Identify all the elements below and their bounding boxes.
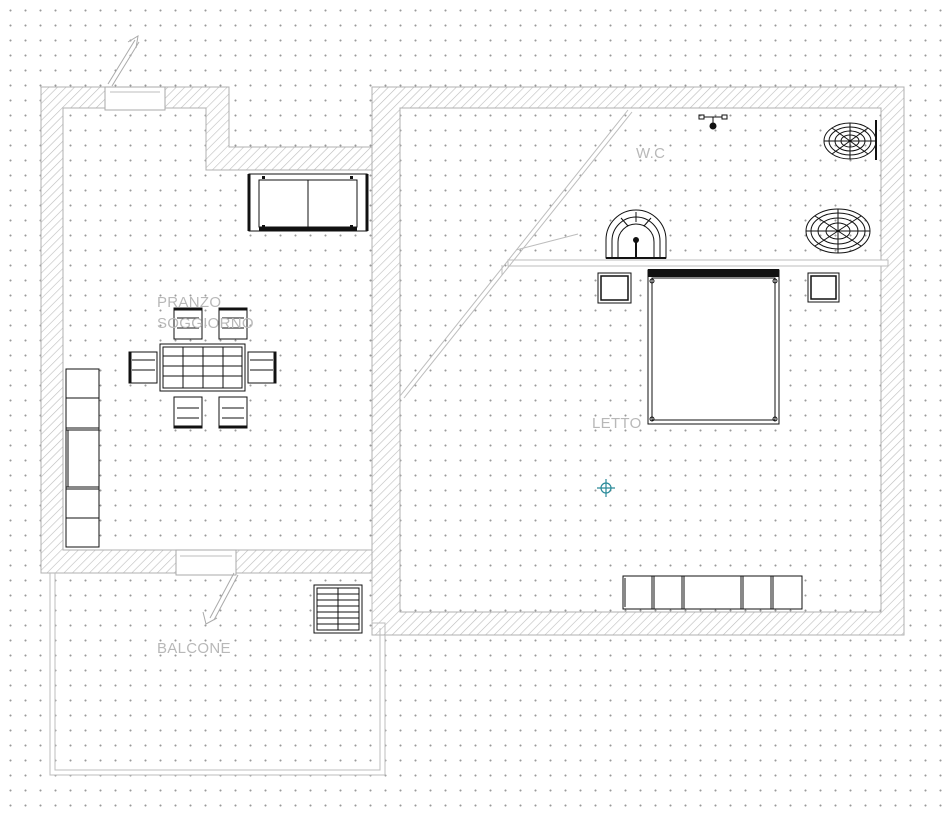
dining-chairs <box>128 307 277 429</box>
window-top-left <box>104 86 166 111</box>
north-arrow-balcony <box>202 572 239 625</box>
chair-bottom-1 <box>173 396 203 429</box>
bath-partition <box>399 109 889 399</box>
balcony-table[interactable] <box>313 584 363 634</box>
wardrobe[interactable] <box>622 575 803 610</box>
chair-top-1 <box>173 307 203 340</box>
bedroom-label: LETTO <box>592 415 642 432</box>
living-label-line2: SOGGIORNO <box>157 315 254 332</box>
window-balcony <box>175 549 237 576</box>
wc-fixture[interactable] <box>698 114 728 130</box>
sideboard[interactable] <box>65 368 100 548</box>
balcony-outline <box>49 573 386 776</box>
bedroom-walls <box>371 86 905 636</box>
chair-left <box>128 351 158 384</box>
living-label-line1: PRANZO <box>157 294 221 311</box>
balcony-label: BALCONE <box>157 640 231 657</box>
bath-label: W.C <box>636 145 665 162</box>
sofa[interactable] <box>247 173 369 232</box>
chair-bottom-2 <box>218 396 248 429</box>
crosshair-icon[interactable] <box>597 479 615 497</box>
bedroom-wall-shell <box>371 86 905 636</box>
shower-tray[interactable] <box>823 120 877 160</box>
dining-table[interactable] <box>159 343 246 392</box>
nightstand-left[interactable] <box>597 272 632 304</box>
nightstand-right[interactable] <box>807 272 840 303</box>
double-bed[interactable] <box>647 269 780 425</box>
north-arrow-top <box>107 35 140 87</box>
chair-right <box>247 351 277 384</box>
chair-top-2 <box>218 307 248 340</box>
bidet[interactable] <box>805 208 871 254</box>
washbasin[interactable] <box>605 209 667 259</box>
